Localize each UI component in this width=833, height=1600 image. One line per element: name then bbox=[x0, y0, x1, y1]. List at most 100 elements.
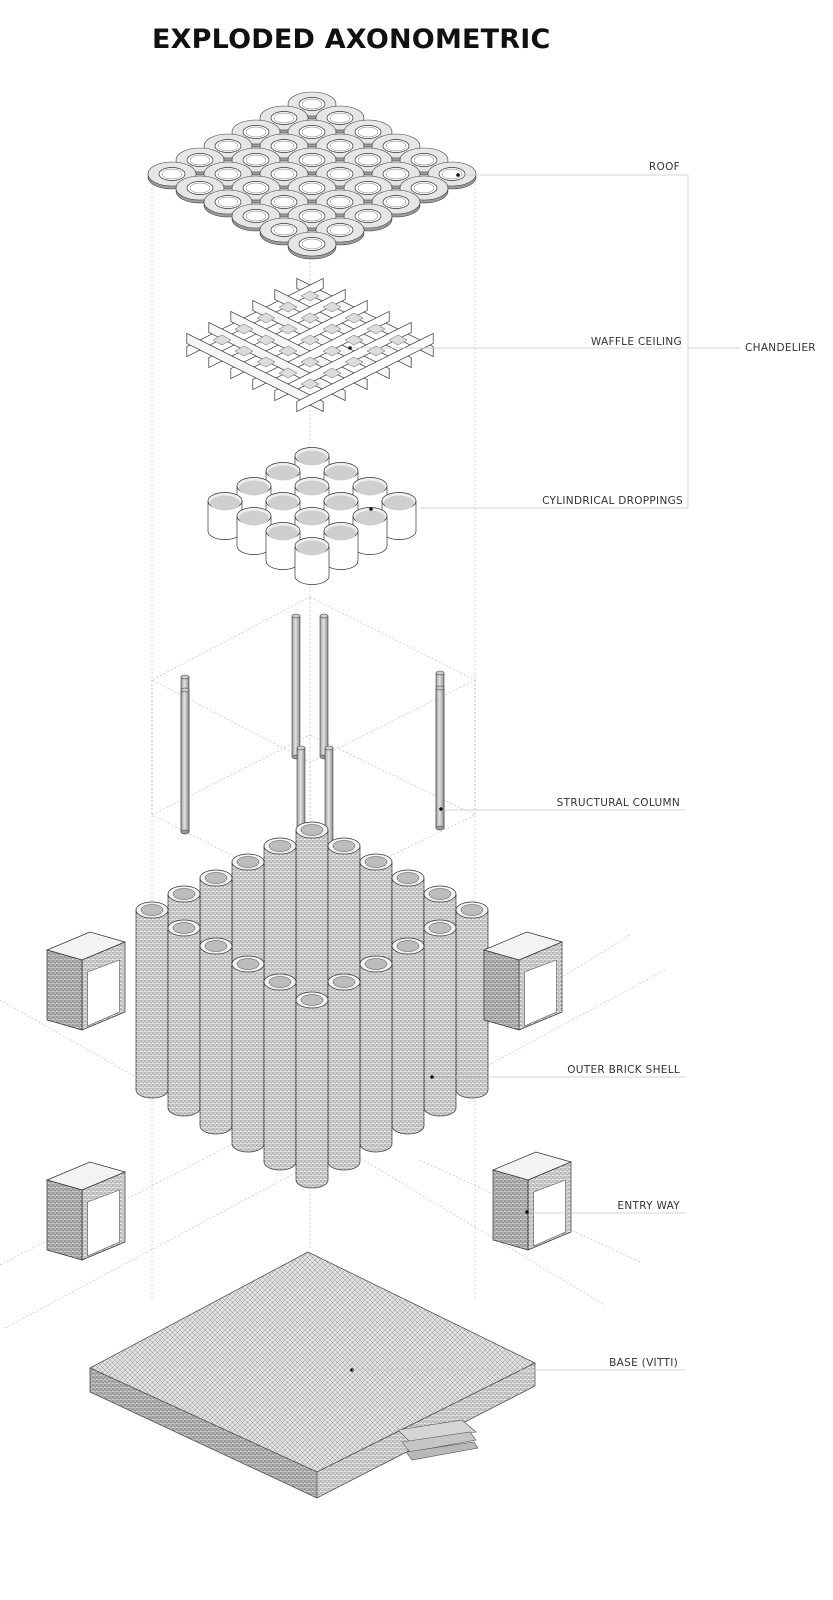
portal-opening bbox=[87, 959, 120, 1027]
brick-cylinder bbox=[391, 937, 425, 1135]
roof-ring bbox=[298, 181, 326, 195]
waffle-coffer bbox=[300, 312, 320, 324]
waffle-coffer bbox=[256, 356, 276, 368]
leader-lines bbox=[352, 174, 740, 1371]
structural-column bbox=[435, 685, 445, 831]
roof-ring bbox=[410, 181, 438, 195]
label-roof: ROOF bbox=[649, 161, 680, 173]
dropping-cylinder bbox=[381, 492, 417, 540]
waffle-coffer bbox=[366, 323, 386, 335]
waffle-beam bbox=[186, 332, 324, 413]
roof-layer bbox=[147, 91, 477, 260]
waffle-coffer bbox=[234, 323, 254, 335]
roof-ring bbox=[298, 125, 326, 139]
roof-ring bbox=[354, 125, 382, 139]
waffle-coffer bbox=[366, 345, 386, 357]
brick-cylinder bbox=[295, 991, 329, 1189]
roof-slab bbox=[147, 91, 477, 260]
portal-side bbox=[46, 949, 83, 1031]
roof-ring bbox=[270, 195, 298, 209]
structural-column bbox=[291, 613, 301, 760]
waffle-coffer bbox=[256, 312, 276, 324]
roof-ring bbox=[242, 209, 270, 223]
waffle-coffer bbox=[278, 345, 298, 357]
roof-ring bbox=[326, 167, 354, 181]
waffle-coffer bbox=[278, 301, 298, 313]
roof-ring bbox=[270, 223, 298, 237]
roof-ring bbox=[354, 153, 382, 167]
waffle-coffer bbox=[212, 334, 232, 346]
roof-ring bbox=[382, 167, 410, 181]
portal-opening bbox=[87, 1189, 120, 1257]
outer-brick-shell-layer bbox=[135, 821, 489, 1189]
brick-cylinder bbox=[359, 955, 393, 1153]
waffle-coffer bbox=[344, 356, 364, 368]
brick-cylinder bbox=[295, 821, 329, 1019]
marker-dots bbox=[348, 173, 529, 1214]
waffle-coffer bbox=[300, 356, 320, 368]
brick-cylinder bbox=[327, 973, 361, 1171]
waffle-coffer bbox=[344, 334, 364, 346]
brick-cylinder bbox=[263, 973, 297, 1171]
roof-ring bbox=[326, 139, 354, 153]
shell-portal-block bbox=[45, 931, 127, 1031]
portal-side bbox=[483, 949, 520, 1031]
waffle-coffer bbox=[388, 334, 408, 346]
roof-ring bbox=[438, 167, 466, 181]
waffle-coffer bbox=[300, 334, 320, 346]
roof-ring bbox=[242, 125, 270, 139]
waffle-coffer bbox=[322, 301, 342, 313]
portal-side bbox=[46, 1179, 83, 1261]
roof-ring bbox=[298, 209, 326, 223]
roof-ring bbox=[214, 139, 242, 153]
drawing-title: EXPLODED AXONOMETRIC bbox=[152, 24, 551, 55]
label-entry-way: ENTRY WAY bbox=[617, 1200, 680, 1212]
structural-column bbox=[180, 687, 190, 835]
waffle-coffer bbox=[300, 290, 320, 302]
roof-ring bbox=[298, 237, 326, 251]
roof-ring bbox=[326, 111, 354, 125]
base-steps bbox=[397, 1419, 479, 1461]
label-chandelier: CHANDELIER bbox=[745, 342, 816, 354]
label-outer-brick-shell: OUTER BRICK SHELL bbox=[567, 1064, 680, 1076]
roof-ring bbox=[186, 181, 214, 195]
roof-ring bbox=[382, 139, 410, 153]
dropping-cylinder bbox=[236, 507, 272, 555]
roof-ring bbox=[410, 153, 438, 167]
brick-cylinder bbox=[199, 937, 233, 1135]
brick-cylinder bbox=[167, 919, 201, 1117]
label-cylindrical-droppings: CYLINDRICAL DROPPINGS bbox=[542, 495, 683, 507]
roof-ring bbox=[242, 153, 270, 167]
structural-column-layer bbox=[151, 596, 476, 896]
entry-way-block bbox=[491, 1151, 573, 1251]
structural-column bbox=[319, 613, 329, 760]
label-base: BASE (VITTI) bbox=[609, 1357, 678, 1369]
waffle-coffer bbox=[344, 312, 364, 324]
entry-way-block bbox=[45, 1161, 127, 1261]
column-frame-diamonds bbox=[151, 596, 476, 896]
roof-ring bbox=[158, 167, 186, 181]
labels: ROOF WAFFLE CEILING CHANDELIER CYLINDRIC… bbox=[542, 161, 816, 1369]
roof-ring bbox=[270, 139, 298, 153]
roof-ring bbox=[242, 181, 270, 195]
roof-ring bbox=[326, 223, 354, 237]
waffle-coffer bbox=[278, 367, 298, 379]
base-layer bbox=[89, 1251, 536, 1499]
brick-cylinder bbox=[455, 901, 489, 1099]
waffle-coffer bbox=[322, 345, 342, 357]
roof-ring bbox=[354, 181, 382, 195]
waffle-coffer bbox=[256, 334, 276, 346]
dropping-cylinder bbox=[294, 537, 330, 585]
roof-ring bbox=[298, 153, 326, 167]
roof-ring bbox=[270, 111, 298, 125]
brick-cylinder bbox=[423, 919, 457, 1117]
roof-ring bbox=[354, 209, 382, 223]
waffle-coffer bbox=[234, 345, 254, 357]
waffle-coffer bbox=[322, 323, 342, 335]
label-structural-column: STRUCTURAL COLUMN bbox=[557, 797, 680, 809]
waffle-coffer bbox=[322, 367, 342, 379]
roof-ring bbox=[214, 195, 242, 209]
roof-ring bbox=[382, 195, 410, 209]
brick-cylinder bbox=[135, 901, 169, 1099]
